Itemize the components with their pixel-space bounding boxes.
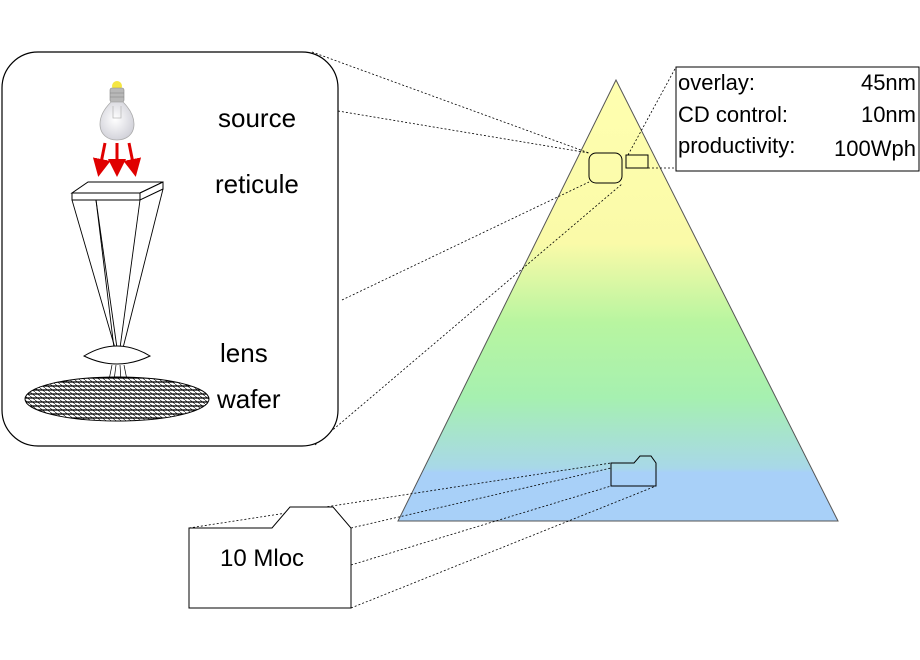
zoom-lines-detail <box>311 51 677 446</box>
lens-shape <box>82 345 152 365</box>
label-source: source <box>218 103 296 133</box>
red-arrow-icon <box>92 142 142 177</box>
spec-label-productivity: productivity: <box>678 133 795 158</box>
spec-box: overlay: 45nm CD control: 10nm productiv… <box>675 66 920 172</box>
wafer-disc <box>24 376 210 422</box>
spec-value-cd-control: 10nm <box>861 102 916 127</box>
label-lens: lens <box>220 338 268 368</box>
pyramid <box>397 78 839 522</box>
light-cone <box>71 188 164 349</box>
spec-label-cd-control: CD control: <box>678 102 788 127</box>
label-wafer: wafer <box>216 384 281 414</box>
reticule-plate <box>70 181 164 201</box>
spec-value-productivity: 100Wph <box>834 136 916 161</box>
spec-label-overlay: overlay: <box>678 70 755 95</box>
software-marker[interactable] <box>610 455 657 487</box>
detail-panel: source reticule lens wafer <box>1 51 339 447</box>
software-label: 10 Mloc <box>220 545 304 572</box>
software-box: 10 Mloc <box>188 506 352 609</box>
lithography-marker[interactable] <box>588 152 623 184</box>
spec-marker[interactable] <box>625 154 649 169</box>
spec-value-overlay: 45nm <box>861 70 916 95</box>
label-reticule: reticule <box>215 169 299 199</box>
zoom-lines-software <box>188 462 657 609</box>
light-bulb-icon <box>99 81 135 141</box>
